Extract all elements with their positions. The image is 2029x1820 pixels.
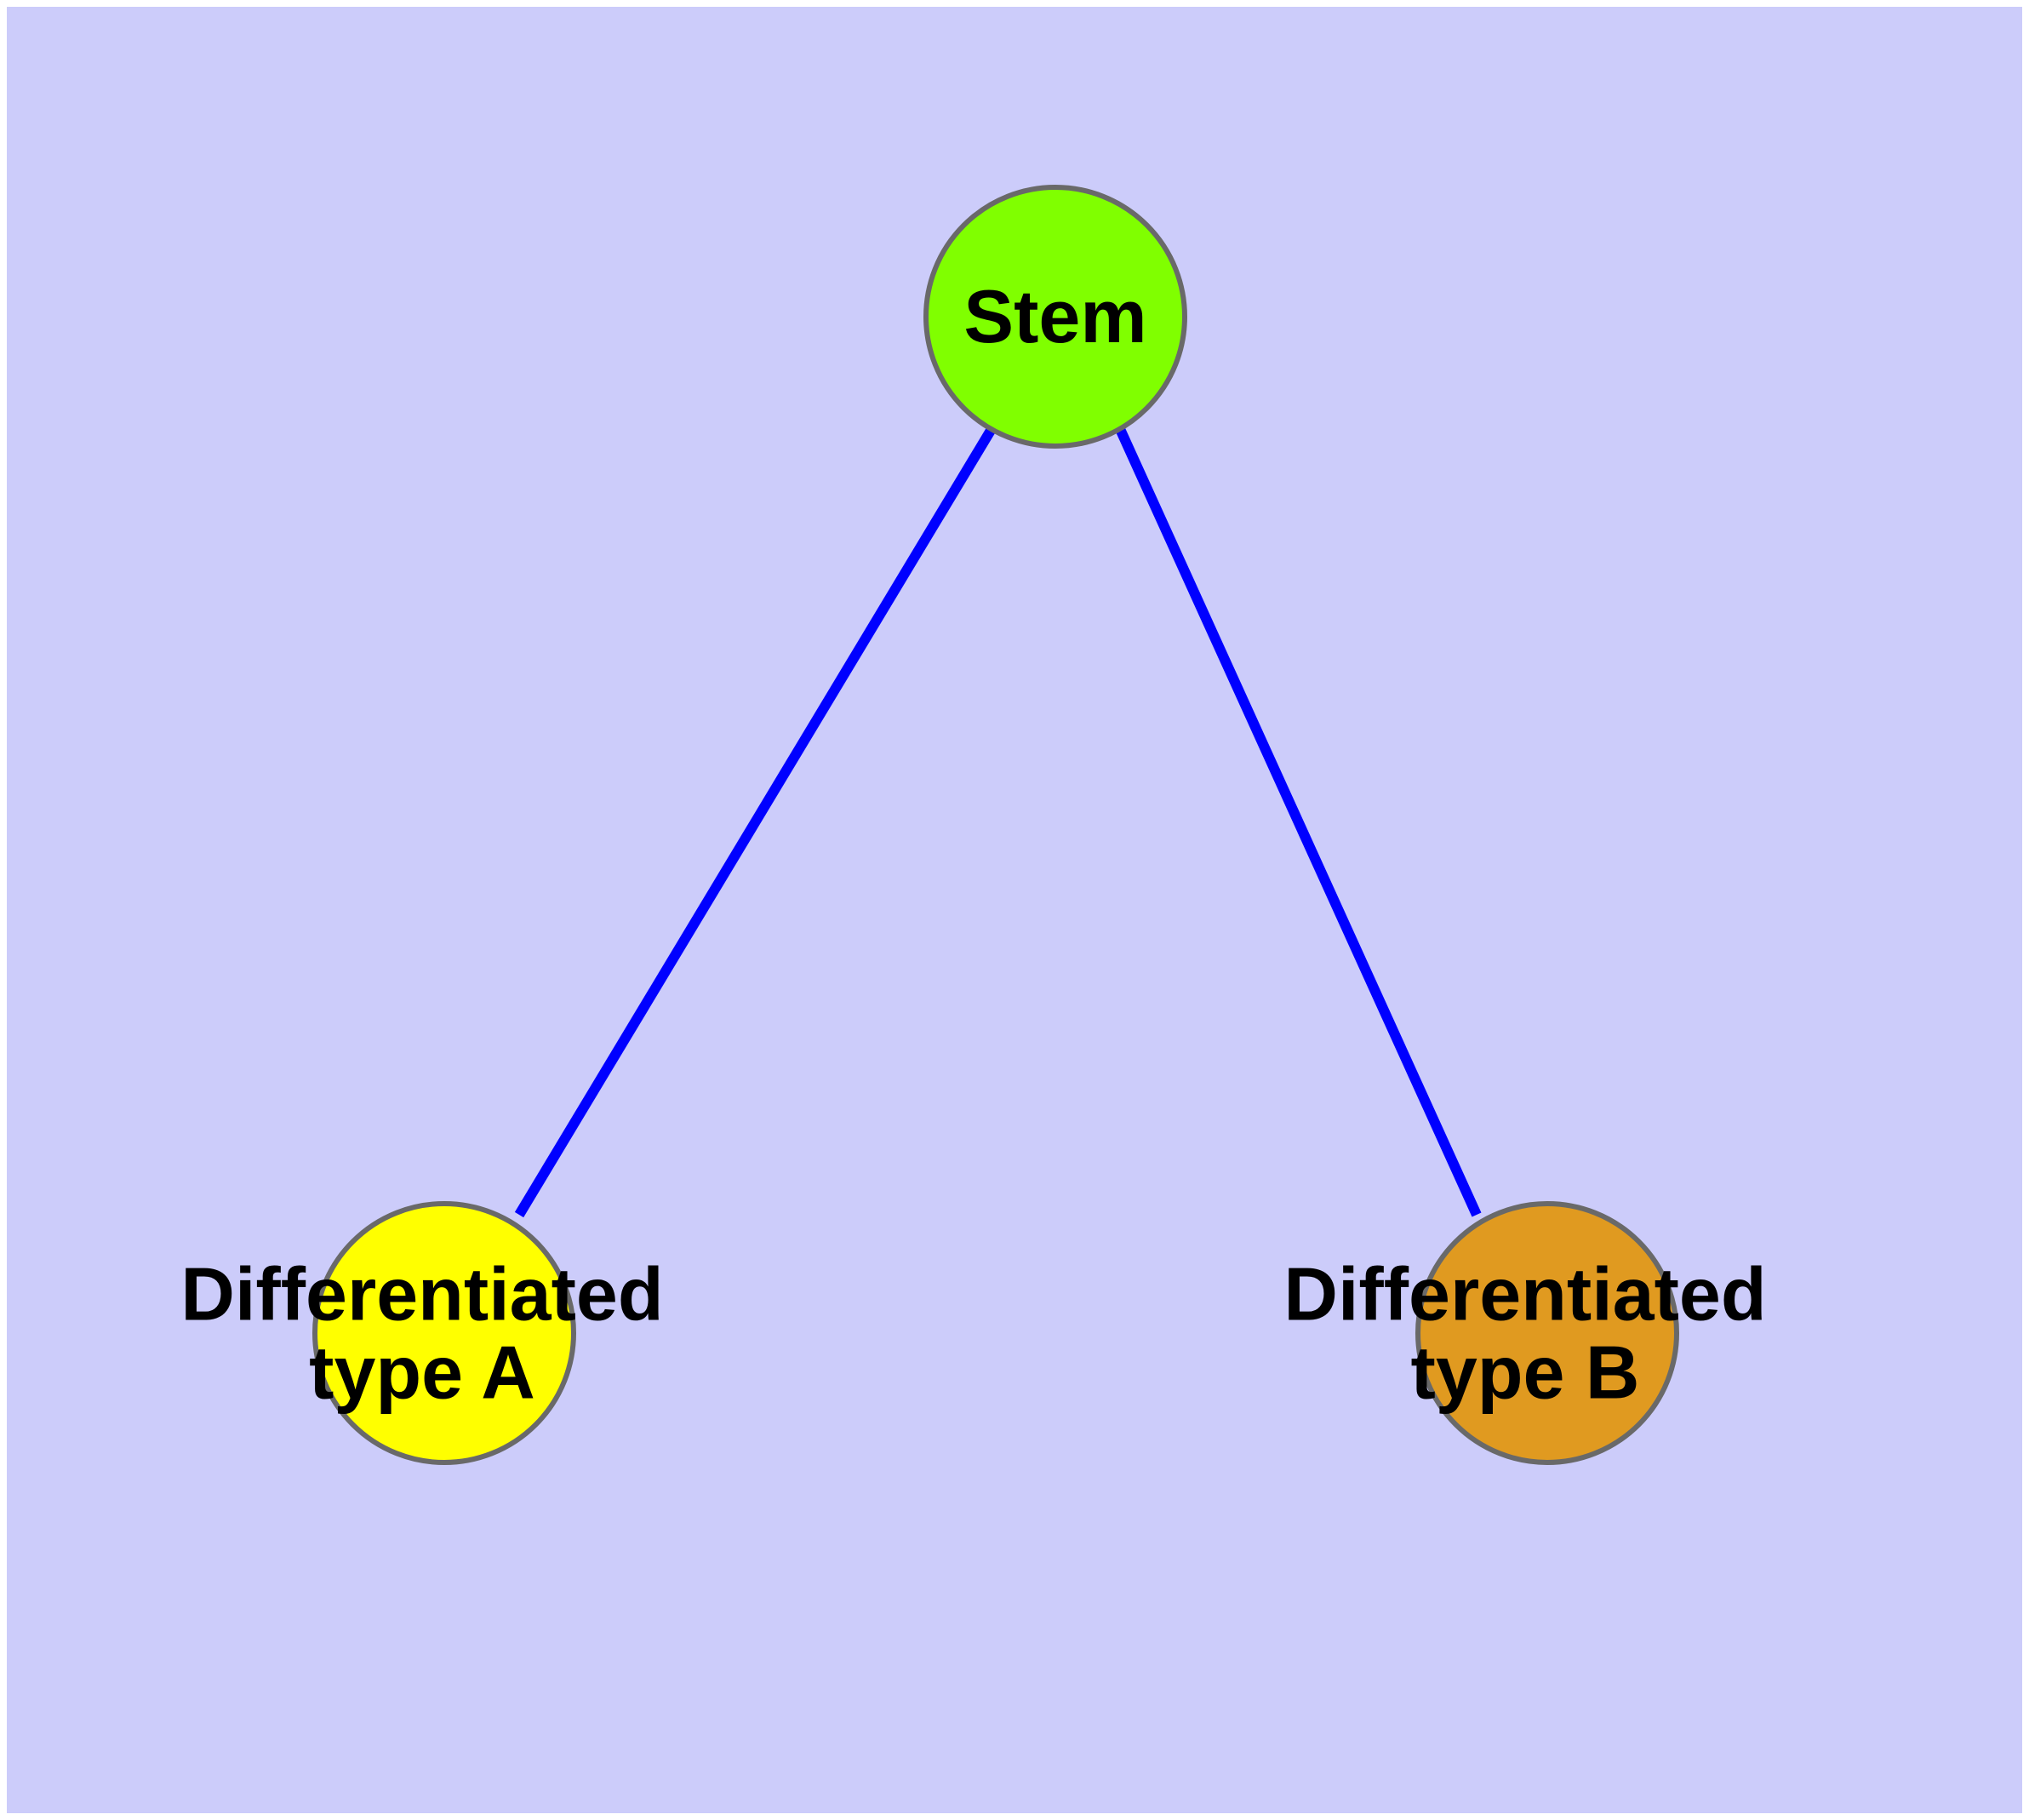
edge-stem-to-diff-b[interactable] [1115,426,1482,1217]
node-layer [312,185,1679,1465]
node-stem[interactable] [923,185,1187,449]
edge-layer [514,426,1482,1218]
edge-stem-to-diff-a[interactable] [514,426,997,1218]
node-differentiated-type-b[interactable] [1415,1201,1679,1465]
node-differentiated-type-a[interactable] [312,1201,576,1465]
